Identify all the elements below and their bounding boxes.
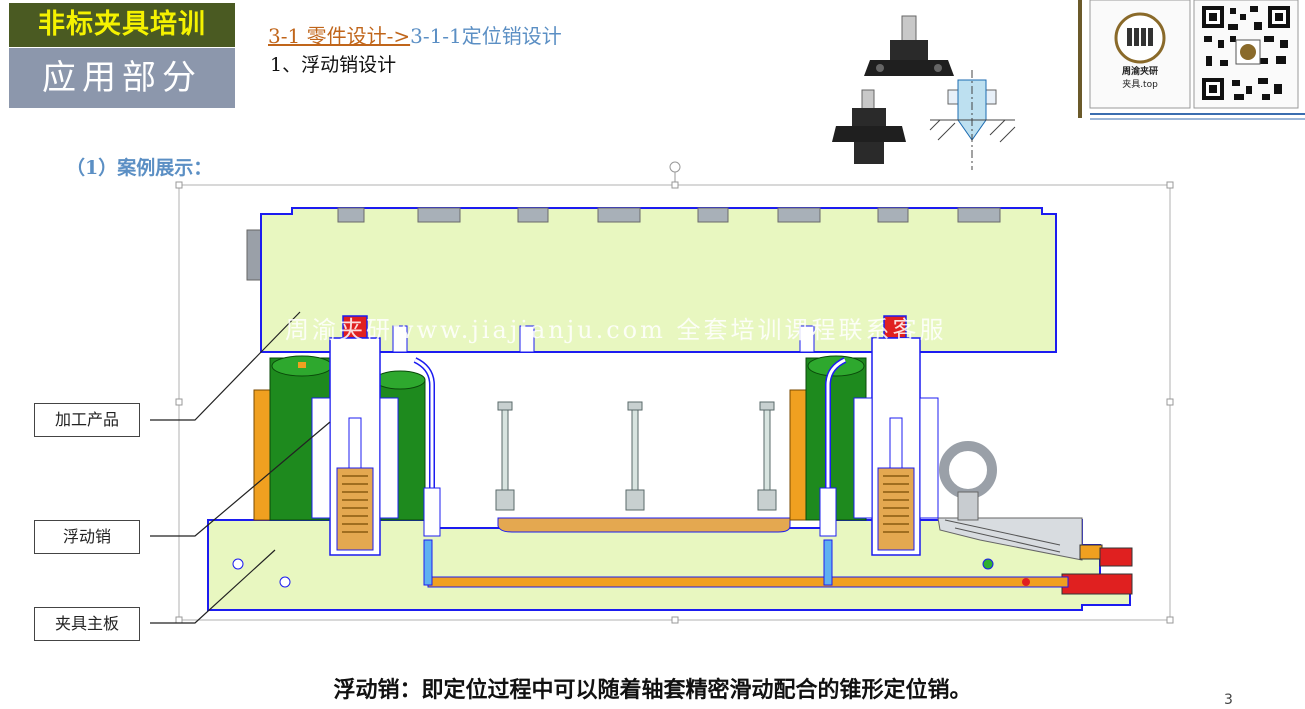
- section-label: 应用部分: [9, 48, 235, 108]
- callout-workpiece: 加工产品: [34, 403, 140, 437]
- breadcrumb: 3-1 零件设计->3-1-1定位销设计: [268, 20, 562, 49]
- watermark: 周渝夹研www.jiajianju.com 全套培训课程联系客服: [285, 316, 947, 344]
- breadcrumb-parent-link[interactable]: 3-1 零件设计->: [268, 24, 411, 48]
- page-subtitle: 1、浮动销设计: [270, 54, 397, 76]
- case-heading: （1）案例展示：: [66, 157, 213, 179]
- callout-base-plate: 夹具主板: [34, 607, 140, 641]
- locating-pin-photo: [832, 15, 1016, 170]
- logo-brand-name: 周渝夹研: [1121, 67, 1158, 77]
- logo-frame: [1078, 0, 1305, 120]
- logo-brand-site: 夹具.top: [1122, 80, 1158, 90]
- callout-floating-pin: 浮动销: [34, 520, 140, 554]
- logo-card: 周渝夹研 夹具.top: [1078, 0, 1305, 122]
- footer-description: 浮动销：即定位过程中可以随着轴套精密滑动配合的锥形定位销。: [333, 677, 972, 703]
- breadcrumb-current: 3-1-1定位销设计: [410, 24, 562, 48]
- page-number: 3: [1224, 692, 1233, 708]
- brand-title: 非标夹具培训: [9, 3, 235, 47]
